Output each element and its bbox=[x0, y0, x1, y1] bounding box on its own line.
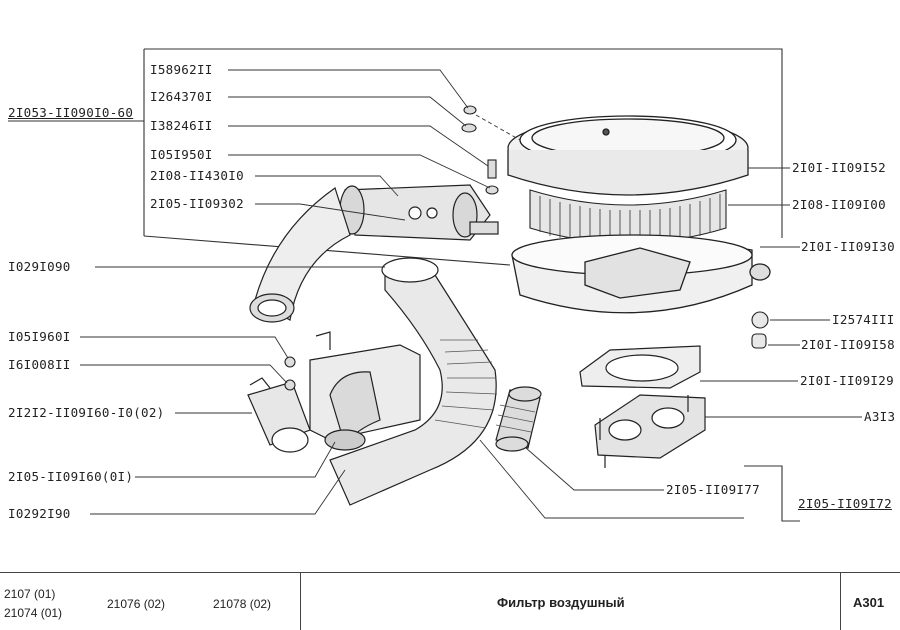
title-block: 2107 (01) 21074 (01) 21076 (02) 21078 (0… bbox=[0, 572, 900, 630]
part-label: I38246II bbox=[150, 118, 213, 133]
right-assembly-bracket bbox=[744, 465, 800, 522]
part-label: I029I090 bbox=[8, 259, 71, 274]
filter-cover bbox=[507, 115, 749, 196]
model-code: 21074 (01) bbox=[4, 606, 63, 620]
part-label: 2I0I-II09I52 bbox=[792, 160, 886, 175]
assembly-label-left: 2I053-II090I0-60 bbox=[8, 105, 134, 120]
part-label: 2I08-II09I00 bbox=[792, 197, 886, 212]
part-label: 2I0I-II09I30 bbox=[801, 239, 895, 254]
nut-washer-right bbox=[751, 311, 769, 349]
page-title: Фильтр воздушный bbox=[497, 595, 625, 610]
part-label: I05I950I bbox=[150, 147, 213, 162]
part-label: 2I08-II430I0 bbox=[150, 168, 244, 183]
upper-hose bbox=[249, 187, 351, 323]
small-nuts-left bbox=[284, 356, 296, 391]
model-code: 21076 (02) bbox=[107, 597, 166, 611]
adapter-plate bbox=[594, 394, 706, 468]
intake-body bbox=[339, 184, 499, 241]
parts-diagram bbox=[8, 48, 862, 522]
small-nuts-top bbox=[461, 105, 499, 195]
part-label: A3I3 bbox=[864, 409, 896, 424]
part-label: 2I0I-II09I29 bbox=[800, 373, 894, 388]
model-code: 21078 (02) bbox=[213, 597, 272, 611]
part-label: 2I05-II09I60(0I) bbox=[8, 469, 134, 484]
heat-shield bbox=[309, 331, 421, 451]
part-label: I58962II bbox=[150, 62, 213, 77]
part-label: 2I0I-II09I58 bbox=[801, 337, 895, 352]
part-label: I6I008II bbox=[8, 357, 71, 372]
part-label: I05I960I bbox=[8, 329, 71, 344]
part-label: I0292I90 bbox=[8, 506, 71, 521]
part-label: 2I05-II09302 bbox=[150, 196, 244, 211]
filter-housing bbox=[511, 234, 771, 314]
short-hose bbox=[495, 386, 542, 452]
page-code: A301 bbox=[853, 595, 885, 610]
corrugated-hose bbox=[329, 257, 498, 506]
part-label: I264370I bbox=[150, 89, 213, 104]
part-label: 2I05-II09I77 bbox=[666, 482, 760, 497]
warm-air-tube bbox=[247, 377, 311, 453]
part-label: I2574III bbox=[832, 312, 895, 327]
assembly-label-right: 2I05-II09I72 bbox=[798, 496, 892, 511]
assembly-frame bbox=[144, 48, 783, 238]
part-label: 2I2I2-II09I60-I0(02) bbox=[8, 405, 165, 420]
gasket bbox=[579, 345, 701, 389]
model-code: 2107 (01) bbox=[4, 587, 56, 601]
